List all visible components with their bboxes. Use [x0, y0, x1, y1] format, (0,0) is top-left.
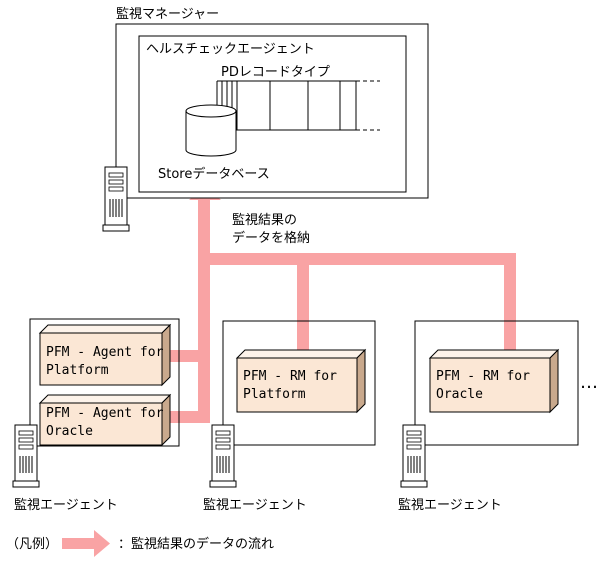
store-database-cylinder-icon: [185, 104, 237, 157]
agent-platform-line-2: Platform: [46, 363, 109, 378]
rm-platform-line-1: PFM - RM for: [243, 369, 337, 384]
legend-prefix: （凡例）: [6, 537, 58, 552]
agent-box-pfm-agent-platform: PFM - Agent for Platform: [38, 323, 172, 387]
monitoring-manager: 監視マネージャー ヘルスチェックエージェント PDレコードタイプ Storeデー…: [102, 6, 429, 232]
health-check-frame: [138, 35, 407, 193]
agent-oracle-line-2: Oracle: [46, 424, 93, 439]
flow-branch-agent-platform: [170, 350, 210, 362]
legend-arrow-icon: [62, 530, 110, 557]
rm-oracle-line-1: PFM - RM for: [436, 369, 530, 384]
agent-platform-line-1: PFM - Agent for: [46, 345, 164, 360]
flow-branch-agent-oracle: [170, 411, 210, 423]
rm-oracle-line-2: Oracle: [436, 387, 483, 402]
flow-drop-rm-platform: [297, 253, 309, 350]
rm-platform-line-2: Platform: [243, 387, 306, 402]
flow-label-line-1: 監視結果の: [232, 212, 297, 228]
agent-frame-3: [414, 320, 579, 446]
agent-frame-2: [222, 320, 376, 446]
flow-horizontal-main: [198, 253, 516, 265]
server-icon: [400, 424, 428, 488]
legend: （凡例） ：監視結果のデータの流れ: [6, 530, 274, 557]
agent-box-pfm-agent-oracle: PFM - Agent for Oracle: [38, 393, 172, 447]
agent-oracle-line-1: PFM - Agent for: [46, 406, 164, 421]
agent-frame-1: [29, 318, 180, 447]
data-flow-lines: [170, 186, 516, 423]
agent-box-pfm-rm-oracle: PFM - RM for Oracle: [428, 348, 560, 414]
pd-record-label: PDレコードタイプ: [221, 65, 330, 80]
server-icon: [102, 166, 130, 232]
agent-box-pfm-rm-platform: PFM - RM for Platform: [235, 348, 367, 414]
server-icon: [12, 424, 40, 488]
agent-caption-1: 監視エージェント: [14, 497, 118, 513]
agent-caption-2: 監視エージェント: [203, 497, 307, 513]
manager-title: 監視マネージャー: [116, 6, 219, 22]
agent-caption-3: 監視エージェント: [398, 497, 502, 513]
legend-description: ：監視結果のデータの流れ: [118, 536, 274, 552]
flow-label-line-2: データを格納: [232, 230, 310, 246]
store-db-label: Storeデータベース: [158, 166, 270, 182]
server-icon: [209, 424, 237, 488]
health-check-label: ヘルスチェックエージェント: [146, 42, 315, 57]
flow-drop-rm-oracle: [504, 253, 516, 350]
more-agents-ellipsis: …: [580, 372, 598, 393]
flow-trunk: [198, 199, 210, 417]
